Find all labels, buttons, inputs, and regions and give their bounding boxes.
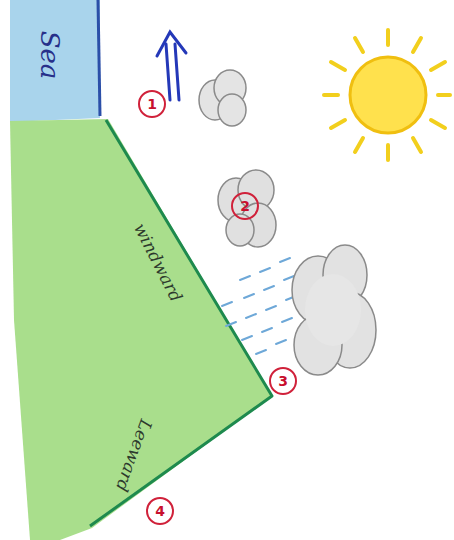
sun-ray	[355, 138, 363, 152]
cloud-puff	[305, 274, 361, 346]
callout-number: 1	[147, 97, 157, 111]
rain-streak	[280, 258, 290, 262]
cloud-puff	[218, 94, 246, 126]
cloud-large	[292, 245, 376, 375]
sun-ray	[386, 145, 390, 160]
callout-number: 2	[240, 199, 250, 213]
sea-region: Sea	[33, 27, 67, 84]
callout-number: 3	[278, 374, 288, 388]
sea-area	[10, 0, 100, 122]
rain-streak	[242, 336, 252, 340]
wind-arrow-shaft	[175, 44, 179, 100]
wind-arrow-head	[157, 32, 186, 56]
rain-streak	[262, 328, 272, 332]
rain-streak	[276, 340, 286, 344]
callout-number: 4	[155, 504, 165, 518]
cloud-middle	[218, 170, 276, 247]
callout-circle: 3	[269, 367, 297, 395]
callout-circle: 2	[231, 192, 259, 220]
cloud-small	[199, 70, 246, 126]
land-area	[10, 119, 272, 540]
sun-ray	[438, 93, 450, 97]
rain-streak	[246, 314, 256, 318]
sun-ray	[386, 30, 390, 45]
sun-ray	[431, 62, 445, 70]
rain-streak	[264, 286, 274, 290]
wind-arrow-shaft	[166, 44, 170, 100]
sun-ray	[431, 120, 445, 128]
rain-streak	[256, 350, 266, 354]
sun-ray	[331, 62, 345, 70]
callout-circle: 1	[138, 90, 166, 118]
rain-streak	[240, 276, 250, 280]
callout-circle: 4	[146, 497, 174, 525]
sun-symbol	[324, 30, 450, 160]
rain-streak	[282, 318, 292, 322]
sun-rays	[324, 30, 450, 160]
rain-streak	[244, 294, 254, 298]
sun-ray	[331, 120, 345, 128]
sun-ray	[413, 138, 421, 152]
rain-streak	[222, 302, 232, 306]
rain-streaks	[222, 258, 296, 354]
wind-arrow	[157, 32, 186, 100]
sun-disc	[350, 57, 426, 133]
sea-shore-line	[98, 0, 100, 116]
rain-streak	[226, 322, 236, 326]
sun-ray	[355, 38, 363, 52]
region-name: Sea	[37, 31, 63, 80]
sun-ray	[413, 38, 421, 52]
rain-streak	[266, 306, 276, 310]
sun-ray	[324, 93, 338, 97]
rain-streak	[260, 268, 270, 272]
